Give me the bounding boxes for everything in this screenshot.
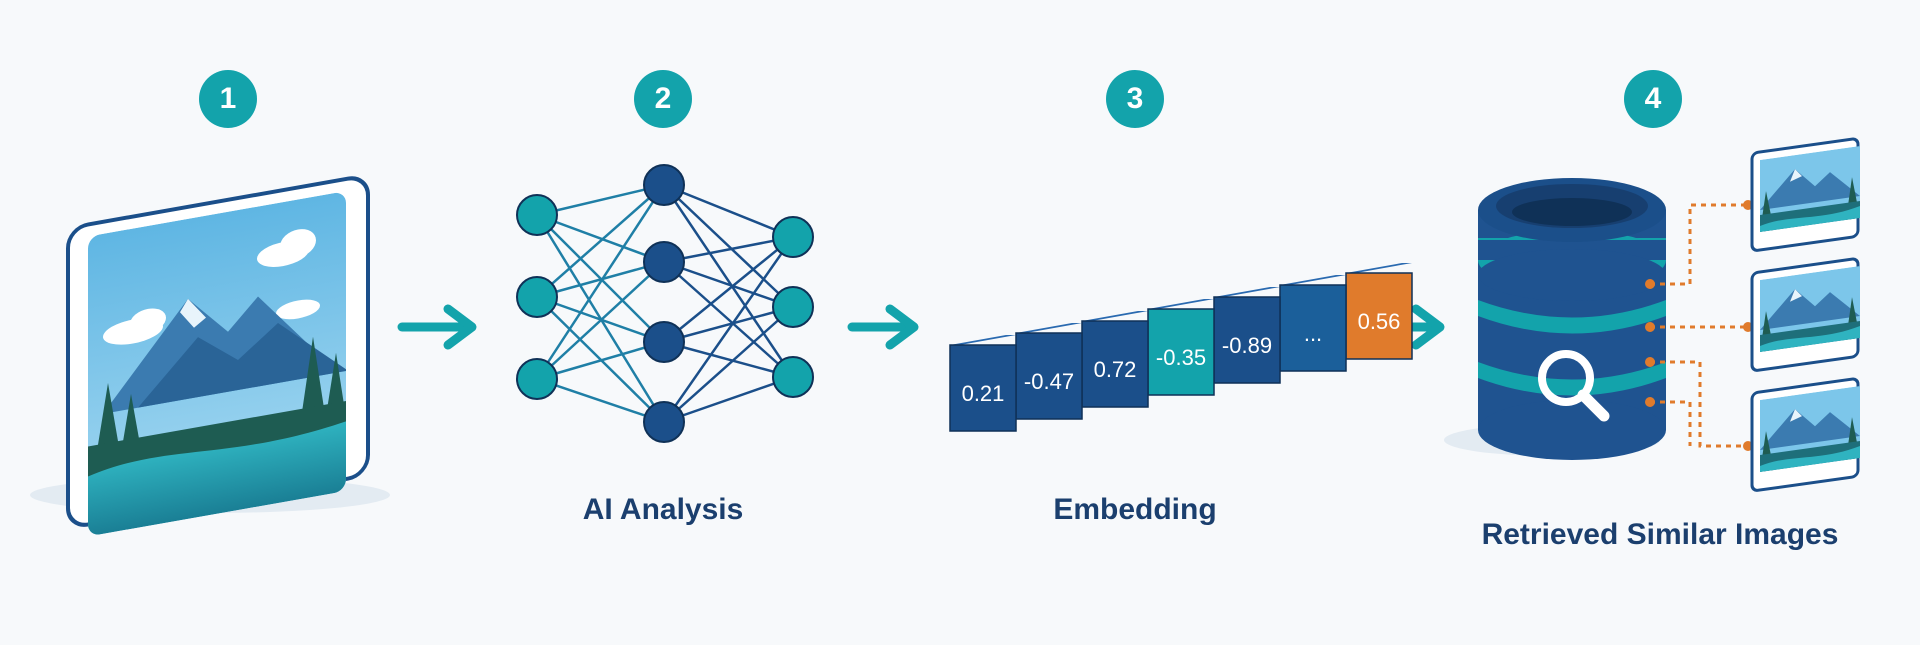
cell-face <box>1081 320 1149 408</box>
network-edge <box>536 340 665 381</box>
embedding-cell: 0.21 <box>949 335 1017 432</box>
network-node <box>643 164 685 206</box>
network-edge <box>536 260 665 299</box>
cloud-icon <box>103 229 320 345</box>
embedding-value: -0.35 <box>1156 345 1206 370</box>
embedding-vector: 0.56... -0.89 -0.35 0.72 -0.47 0.21 <box>949 263 1413 432</box>
embedding-cell: -0.47 <box>1015 323 1083 420</box>
landscape-image-icon <box>88 190 346 537</box>
network-node <box>516 276 558 318</box>
cell-top <box>1214 287 1280 297</box>
step-number: 3 <box>1126 82 1144 115</box>
cell-top <box>950 335 1016 345</box>
embedding-value: -0.89 <box>1222 333 1272 358</box>
network-node <box>772 216 814 258</box>
network-edge <box>536 184 665 298</box>
step-badge-3: 3 <box>1106 70 1164 128</box>
network-edges <box>535 183 795 424</box>
embedding-cell: 0.72 <box>1081 311 1149 408</box>
embedding-value: -0.47 <box>1024 369 1074 394</box>
database-search-icon <box>1444 178 1666 460</box>
network-edge <box>536 261 665 380</box>
neural-network-icon <box>516 164 814 443</box>
embedding-value: 0.72 <box>1094 357 1137 382</box>
network-edge <box>536 377 665 424</box>
step-number: 1 <box>219 82 237 115</box>
network-node <box>643 401 685 443</box>
cell-face <box>1345 272 1413 360</box>
network-node <box>772 356 814 398</box>
network-edge <box>536 213 665 264</box>
embedding-cell: 0.56 <box>1345 263 1413 360</box>
step-badge-1: 1 <box>199 70 257 128</box>
network-node <box>643 321 685 363</box>
network-node <box>516 194 558 236</box>
step-caption-retrieved: Retrieved Similar Images <box>1481 518 1839 551</box>
embedding-cell: -0.89 <box>1213 287 1281 384</box>
network-edge <box>663 260 794 309</box>
input-image <box>30 176 390 537</box>
cell-face <box>949 344 1017 432</box>
network-edge <box>663 306 794 423</box>
step-caption-embedding: Embedding <box>1053 493 1217 526</box>
embedding-value: ... <box>1304 321 1322 346</box>
embedding-value: 0.56 <box>1358 309 1401 334</box>
network-edge <box>663 184 794 308</box>
network-edge <box>535 184 666 380</box>
cell-face <box>1015 332 1083 420</box>
embedding-value: 0.21 <box>962 381 1005 406</box>
landscape-thumbnail-icon <box>1750 257 1860 372</box>
cell-top <box>1082 311 1148 321</box>
cell-face <box>1279 284 1347 372</box>
network-edge <box>662 236 795 423</box>
landscape-thumbnail-icon <box>1750 377 1860 492</box>
network-edge <box>663 183 794 239</box>
embedding-cell: ... <box>1279 275 1347 372</box>
network-edge <box>663 305 794 344</box>
network-edge <box>662 184 795 378</box>
network-node <box>516 358 558 400</box>
cell-face <box>1147 308 1215 396</box>
cell-top <box>1280 275 1346 285</box>
step-caption-ai-analysis: AI Analysis <box>582 493 744 526</box>
arrow-right-icon <box>397 304 477 350</box>
step-badge-2: 2 <box>634 70 692 128</box>
network-edge <box>663 235 794 264</box>
network-node <box>772 286 814 328</box>
result-connectors <box>1650 203 1748 448</box>
magnifier-icon <box>1538 350 1610 422</box>
step-badge-4: 4 <box>1624 70 1682 128</box>
step-number: 2 <box>654 82 672 115</box>
embedding-cell: -0.35 <box>1147 299 1215 396</box>
cell-top <box>1148 299 1214 309</box>
network-edge <box>663 375 794 424</box>
step-number: 4 <box>1644 82 1662 115</box>
landscape-thumbnail-icon <box>1750 137 1860 252</box>
network-node <box>643 241 685 283</box>
network-edge <box>663 236 794 343</box>
arrow-right-icon <box>847 304 919 350</box>
network-edge <box>536 183 665 217</box>
network-nodes <box>516 164 814 443</box>
network-edge <box>663 340 794 379</box>
retrieved-images <box>1750 137 1860 492</box>
cell-top <box>1346 263 1412 273</box>
cell-top <box>1016 323 1082 333</box>
network-edge <box>663 261 794 378</box>
